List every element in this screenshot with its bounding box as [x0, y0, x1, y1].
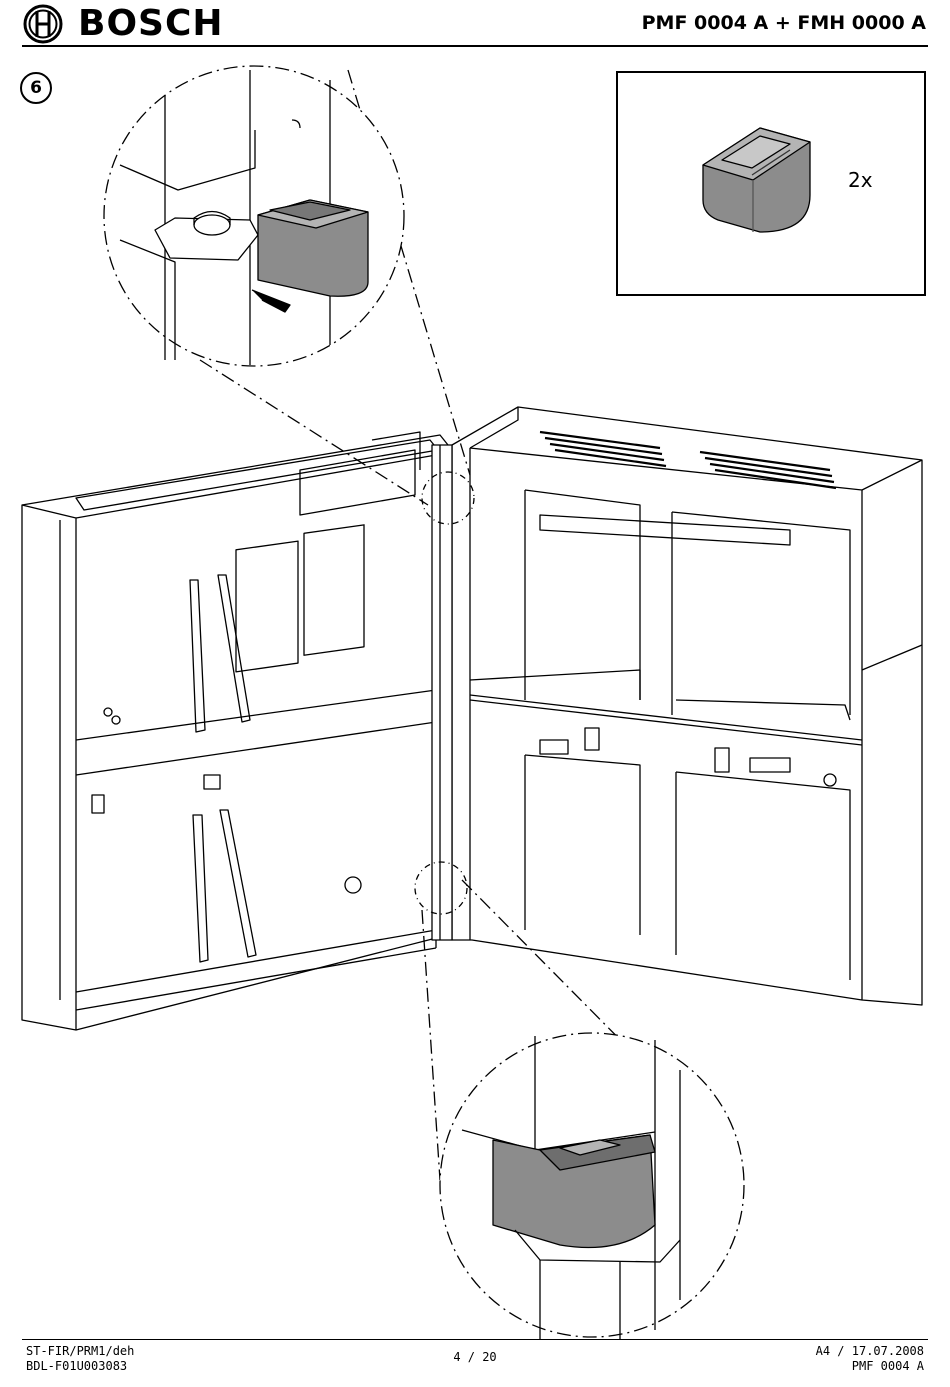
lower-hinge-detail [440, 1033, 744, 1340]
footer-divider [22, 1339, 928, 1340]
left-door-panel [22, 435, 448, 1030]
footer-product-code: PMF 0004 A [816, 1359, 924, 1374]
upper-hinge-detail [104, 66, 404, 366]
hinge-cap-icon [703, 128, 810, 232]
page-number: 4 / 20 [0, 1350, 950, 1365]
footer-format-date: A4 / 17.07.2008 [816, 1344, 924, 1359]
cabinet-housing [452, 407, 922, 1005]
footer-right-block: A4 / 17.07.2008 PMF 0004 A [816, 1344, 924, 1374]
hinge-column [432, 445, 452, 940]
